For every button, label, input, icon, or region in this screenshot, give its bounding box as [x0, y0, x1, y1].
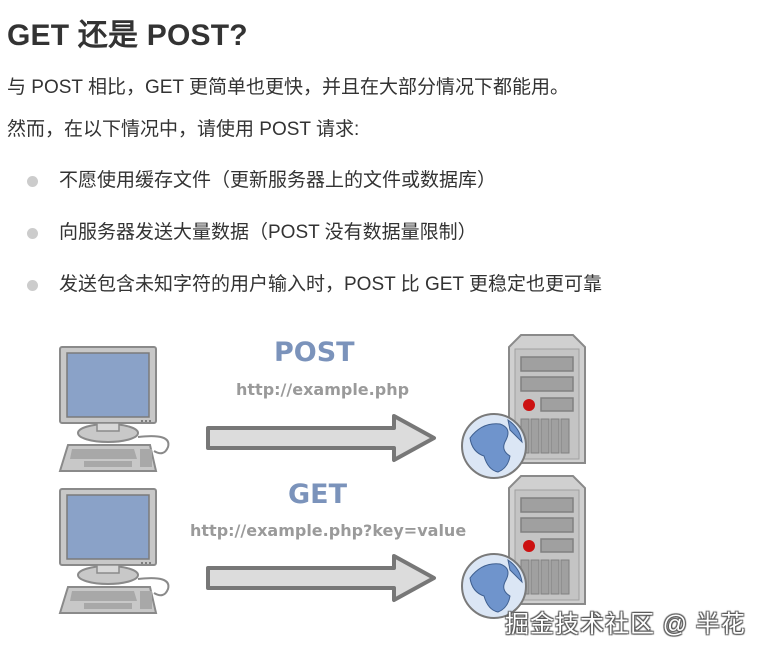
list-item: 向服务器发送大量数据（POST 没有数据量限制）	[0, 218, 602, 270]
get-url-label: http://example.php?key=value	[190, 521, 467, 540]
intro-paragraph: 与 POST 相比，GET 更简单也更快，并且在大部分情况下都能用。	[7, 77, 569, 98]
post-url-label: http://example.php	[236, 380, 410, 399]
watermark: 掘金技术社区 @ 半花	[505, 611, 746, 638]
get-method-label: GET	[288, 479, 348, 510]
post-globe-icon	[461, 413, 527, 479]
bullet-icon	[27, 228, 38, 239]
post-arrow-icon	[206, 414, 436, 462]
get-computer-icon	[59, 488, 170, 614]
list-item-text: 向服务器发送大量数据（POST 没有数据量限制）	[59, 222, 477, 243]
get-post-diagram: POST http://example.php GET http://examp…	[0, 325, 759, 652]
condition-paragraph: 然而，在以下情况中，请使用 POST 请求:	[7, 119, 360, 140]
post-use-cases-list: 不愿使用缓存文件（更新服务器上的文件或数据库） 向服务器发送大量数据（POST …	[0, 166, 602, 322]
bullet-icon	[27, 280, 38, 291]
post-method-label: POST	[274, 337, 355, 368]
bullet-icon	[27, 176, 38, 187]
list-item-text: 发送包含未知字符的用户输入时，POST 比 GET 更稳定也更可靠	[59, 274, 602, 295]
get-arrow-icon	[206, 554, 436, 602]
page-title: GET 还是 POST?	[7, 19, 248, 52]
list-item: 发送包含未知字符的用户输入时，POST 比 GET 更稳定也更可靠	[0, 270, 602, 322]
list-item: 不愿使用缓存文件（更新服务器上的文件或数据库）	[0, 166, 602, 218]
list-item-text: 不愿使用缓存文件（更新服务器上的文件或数据库）	[59, 170, 497, 191]
post-computer-icon	[59, 346, 170, 472]
